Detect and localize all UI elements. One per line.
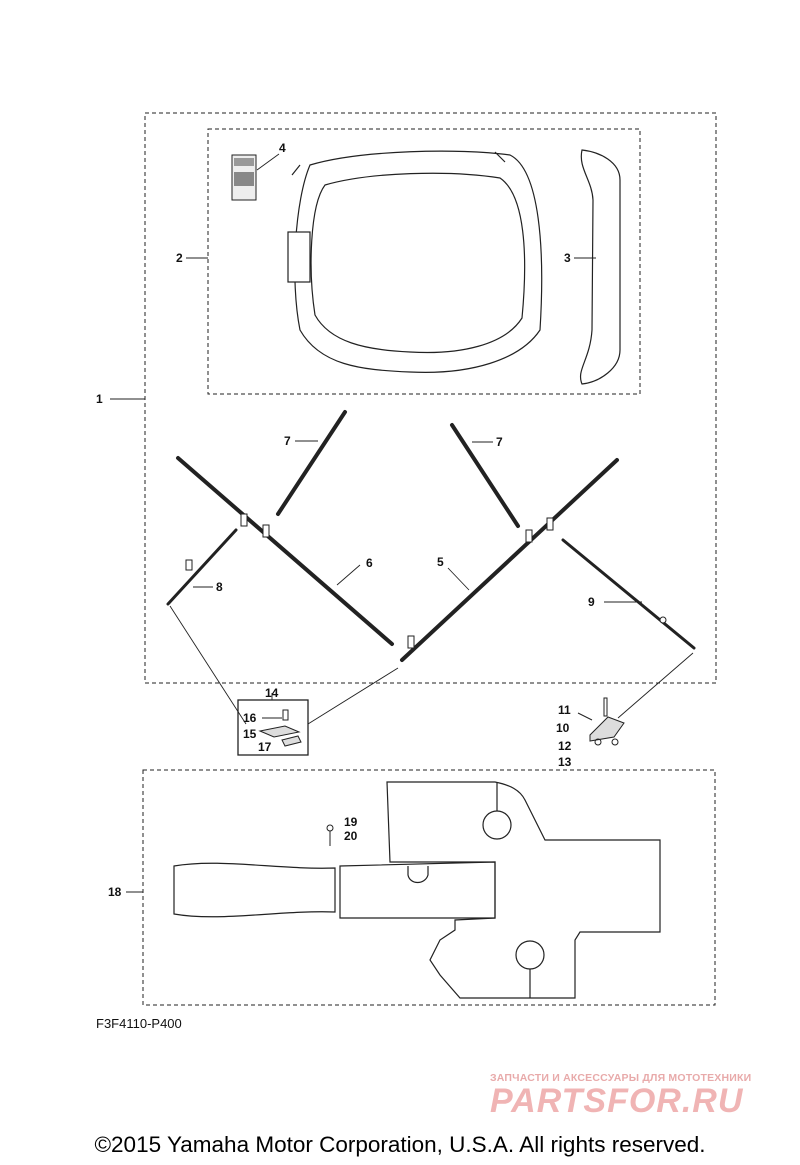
part-10-hinge	[577, 697, 625, 746]
callout-15: 15	[243, 727, 257, 741]
part-5-frame	[400, 458, 619, 662]
callout-4: 4	[279, 141, 286, 155]
group-box-bimini	[144, 112, 717, 684]
leader-lines	[110, 153, 642, 893]
part-2-canvas-top	[287, 150, 543, 373]
part-6-frame	[176, 456, 394, 646]
part-19-20-screw	[326, 824, 334, 846]
copyright-notice: ©2015 Yamaha Motor Corporation, U.S.A. A…	[94, 1132, 706, 1157]
callout-11: 11	[558, 703, 571, 717]
callout-20: 20	[344, 829, 358, 843]
group-box-kit-14	[237, 699, 309, 756]
callout-6: 6	[366, 556, 373, 570]
part-8-support	[166, 528, 238, 606]
part-14-kit	[258, 709, 302, 747]
callout-5: 5	[437, 555, 444, 569]
part-4-tag	[231, 154, 257, 201]
callout-3: 3	[564, 251, 571, 265]
callout-labels: 1 2 3 4 5 6 7 7 8 9 10 11 12 13 14 15 16…	[96, 141, 595, 899]
callout-1: 1	[96, 392, 103, 406]
callout-16: 16	[243, 711, 257, 725]
callout-9: 9	[588, 595, 595, 609]
part-18-mat	[173, 781, 661, 999]
group-box-canvas	[207, 128, 641, 395]
callout-2: 2	[176, 251, 183, 265]
watermark-tagline: ЗАПЧАСТИ И АКСЕССУАРЫ ДЛЯ МОТОТЕХНИКИ	[490, 1072, 752, 1084]
callout-7-left: 7	[284, 434, 291, 448]
callout-14: 14	[265, 686, 279, 700]
diagram-code: F3F4110-P400	[96, 1016, 182, 1031]
part-7-left-pole	[276, 410, 347, 516]
watermark-logo: PARTSFOR.RU	[490, 1082, 744, 1120]
callout-13: 13	[558, 755, 572, 769]
callout-7-right: 7	[496, 435, 503, 449]
part-3-boot	[580, 149, 621, 385]
callout-10: 10	[556, 721, 570, 735]
pole-fittings	[185, 513, 667, 649]
callout-19: 19	[344, 815, 358, 829]
part-9-support	[561, 538, 696, 650]
callout-17: 17	[258, 740, 272, 754]
pointer-lines	[169, 605, 694, 725]
group-box-mat	[142, 769, 716, 1006]
part-7-right-pole	[450, 423, 520, 528]
callout-8: 8	[216, 580, 223, 594]
callout-18: 18	[108, 885, 122, 899]
callout-12: 12	[558, 739, 572, 753]
